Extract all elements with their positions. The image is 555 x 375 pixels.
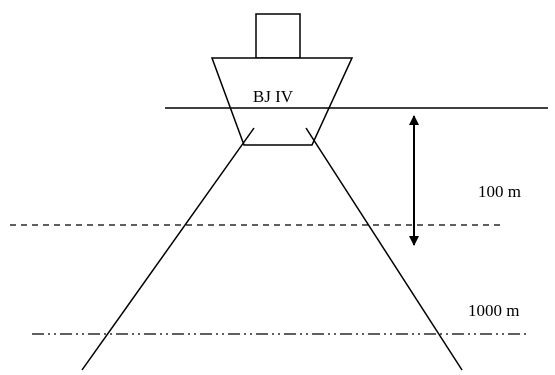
depth-label-1000m: 1000 m [468,301,519,320]
vessel-hull [210,57,354,146]
vessel-name-label: BJ IV [253,87,294,106]
beam-right-line [305,127,463,371]
beam-left-line [81,127,255,371]
depth-label-100m: 100 m [478,182,521,201]
vessel-cabin [255,13,301,59]
